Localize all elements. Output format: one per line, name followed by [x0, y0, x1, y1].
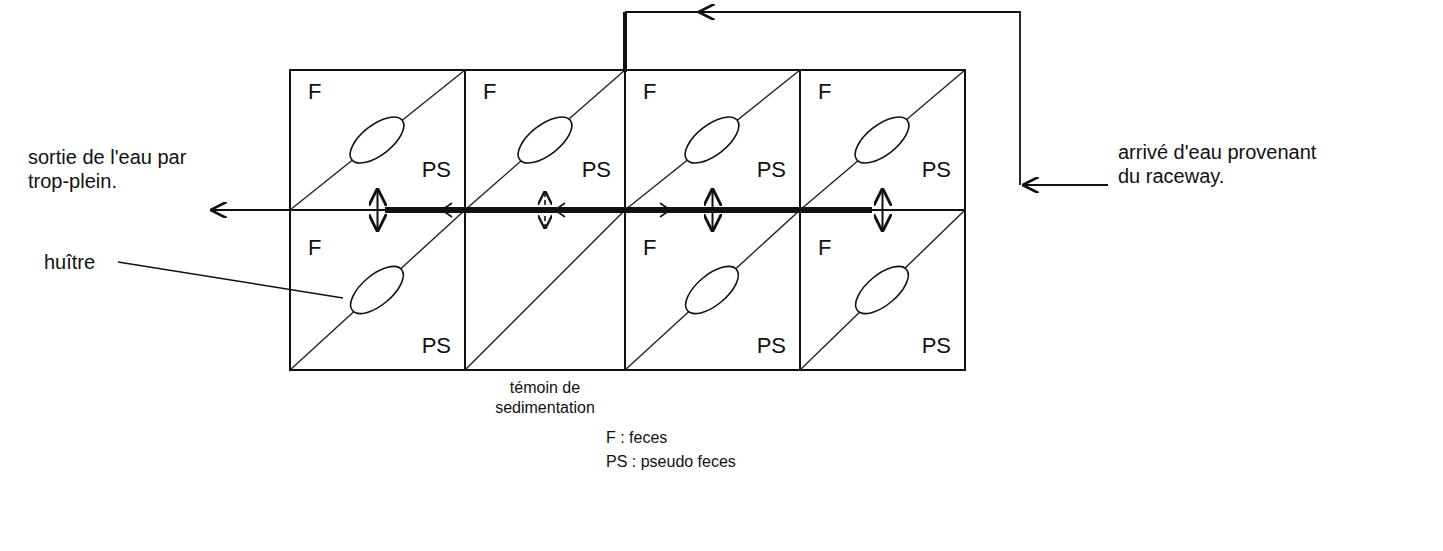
outlet-label: sortie de l'eau par trop-plein.	[28, 145, 218, 193]
diagonal-grid	[625, 70, 800, 210]
oyster	[511, 108, 580, 171]
partition	[799, 70, 801, 370]
oyster	[848, 108, 917, 171]
tank-wall	[290, 70, 965, 370]
oyster	[343, 108, 412, 171]
feces-mark: F	[308, 236, 321, 260]
oyster	[678, 108, 747, 171]
feces-mark: F	[818, 236, 831, 260]
feces-mark: F	[818, 80, 831, 104]
flow-arrow	[660, 203, 670, 217]
inlet-pipe	[623, 12, 627, 72]
diagonal-grids	[290, 70, 965, 370]
pseudofeces-mark: PS	[757, 334, 786, 358]
flow-arrow	[442, 203, 452, 217]
diagonal-grid	[290, 70, 465, 210]
legend-entry: PS : pseudo feces	[606, 452, 826, 472]
diagonal-grid	[800, 70, 965, 210]
legend-entry: F : feces	[606, 428, 826, 448]
double-arrow	[882, 190, 884, 230]
outlet-arrow	[212, 209, 290, 211]
inlet-label: arrivé d'eau provenant du raceway.	[1118, 140, 1328, 188]
oyster-label: huître	[44, 250, 124, 274]
double-arrow	[544, 192, 546, 228]
inlet-arrow	[1024, 184, 1108, 186]
diagonal-grid	[465, 70, 625, 210]
inlet-arrow	[700, 11, 720, 13]
pseudofeces-mark: PS	[422, 158, 451, 182]
diagonal-grid	[625, 210, 800, 370]
collector-bar	[385, 207, 872, 213]
compartment-cell: F PS	[804, 74, 961, 190]
partition	[290, 209, 965, 211]
oyster	[848, 258, 916, 322]
diagonal-grid	[800, 210, 965, 370]
compartment-cell: F PS	[804, 230, 961, 366]
inlet-pipe	[625, 12, 1020, 185]
tank-outline	[290, 70, 965, 370]
partition	[624, 70, 626, 370]
diagonal-grid	[290, 210, 465, 370]
control-label: témoin de sedimentation	[478, 378, 612, 418]
compartment-cell: F PS	[629, 74, 796, 190]
feces-mark: F	[643, 236, 656, 260]
pseudofeces-mark: PS	[757, 158, 786, 182]
feces-mark: F	[483, 80, 496, 104]
compartment-cell: F PS	[629, 230, 796, 366]
partition	[464, 70, 466, 370]
oyster	[343, 258, 411, 322]
compartment-cell: F PS	[294, 230, 461, 366]
compartment-cell: F PS	[294, 74, 461, 190]
pseudofeces-mark: PS	[922, 158, 951, 182]
oyster	[678, 258, 746, 322]
pseudofeces-mark: PS	[582, 158, 611, 182]
double-arrow	[712, 190, 714, 230]
flow-arrow	[555, 203, 565, 217]
oysters	[343, 108, 917, 322]
feces-mark: F	[643, 80, 656, 104]
feces-mark: F	[308, 80, 321, 104]
diagonal-grid	[465, 210, 625, 370]
compartment-cell: F PS	[469, 74, 621, 190]
leader-line	[118, 262, 343, 298]
double-arrow	[377, 190, 379, 230]
pseudofeces-mark: PS	[422, 334, 451, 358]
pseudofeces-mark: PS	[922, 334, 951, 358]
